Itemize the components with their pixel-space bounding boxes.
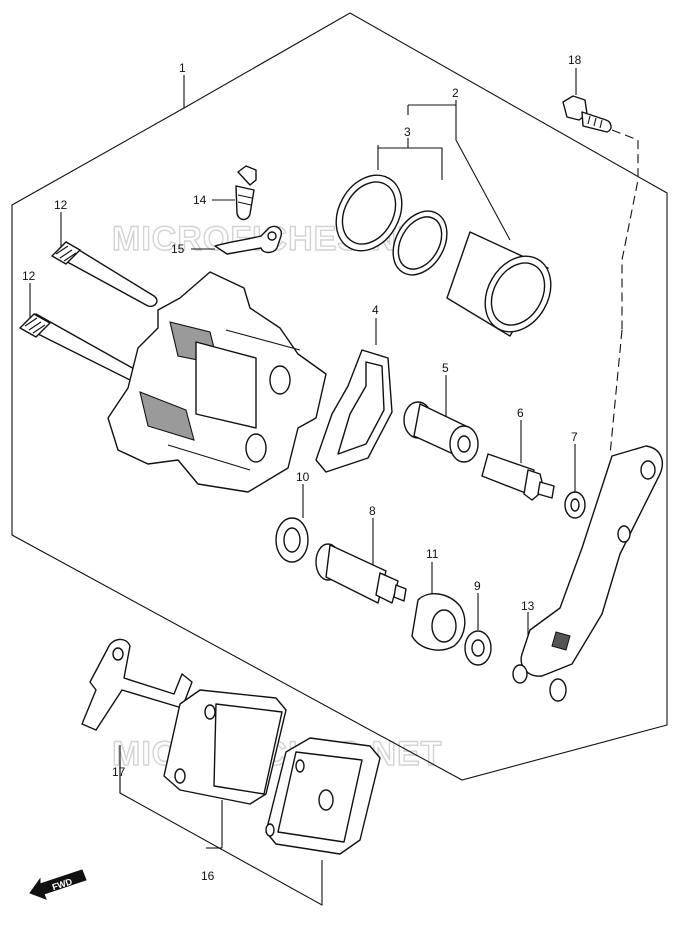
- part-6-bolt: [481, 453, 555, 501]
- callout-8: 8: [369, 504, 376, 518]
- forward-direction-arrow-icon: FWD: [29, 869, 87, 900]
- part-18-bolt: [562, 95, 612, 133]
- callout-17: 17: [112, 765, 126, 779]
- callout-9: 9: [474, 579, 481, 593]
- callout-14: 14: [193, 193, 207, 207]
- callout-numbers: 1 2 3 4 5 6 7 8 9 10 11 12 12 13 14 15 1…: [22, 53, 582, 883]
- callout-6: 6: [517, 406, 524, 420]
- callout-5: 5: [442, 361, 449, 375]
- callout-13: 13: [521, 599, 535, 613]
- part-13-caliper-bracket: [512, 445, 664, 702]
- callout-2: 2: [452, 86, 459, 100]
- callout-7: 7: [571, 430, 578, 444]
- part-10-boot: [275, 517, 309, 563]
- part-11-boot: [411, 593, 466, 651]
- part-15-bleeder-cap: [214, 225, 283, 255]
- callout-12-lower: 12: [22, 269, 36, 283]
- callout-4: 4: [372, 303, 379, 317]
- callout-16: 16: [201, 869, 215, 883]
- part-12-slide-pin-lower: [19, 313, 140, 382]
- part-2-piston: [446, 231, 552, 337]
- callout-11: 11: [426, 547, 439, 561]
- part-17-pad-shim: [81, 638, 193, 731]
- callout-15: 15: [171, 242, 185, 256]
- caliper-body: [107, 271, 327, 493]
- callout-3: 3: [404, 125, 411, 139]
- part-12-slide-pin-upper: [51, 241, 158, 308]
- part-14-bleeder-valve: [235, 165, 257, 221]
- assembly-outline: [11, 12, 668, 781]
- part-16-brake-pad-inner: [163, 689, 287, 805]
- callout-12-upper: 12: [54, 198, 68, 212]
- part-16-brake-pad-outer: [265, 737, 381, 855]
- callout-1: 1: [179, 61, 186, 75]
- part-5-sleeve: [403, 401, 479, 463]
- fwd-label: FWD: [51, 876, 74, 892]
- part-7-washer: [564, 491, 586, 519]
- part-3-piston-seals: [335, 174, 448, 276]
- part-9-washer: [464, 630, 492, 666]
- part-8-slide-pin: [315, 543, 407, 604]
- callout-10: 10: [296, 470, 310, 484]
- leader-lines: [29, 68, 639, 906]
- part-4-pad-spring: [315, 349, 393, 473]
- callout-18: 18: [568, 53, 582, 67]
